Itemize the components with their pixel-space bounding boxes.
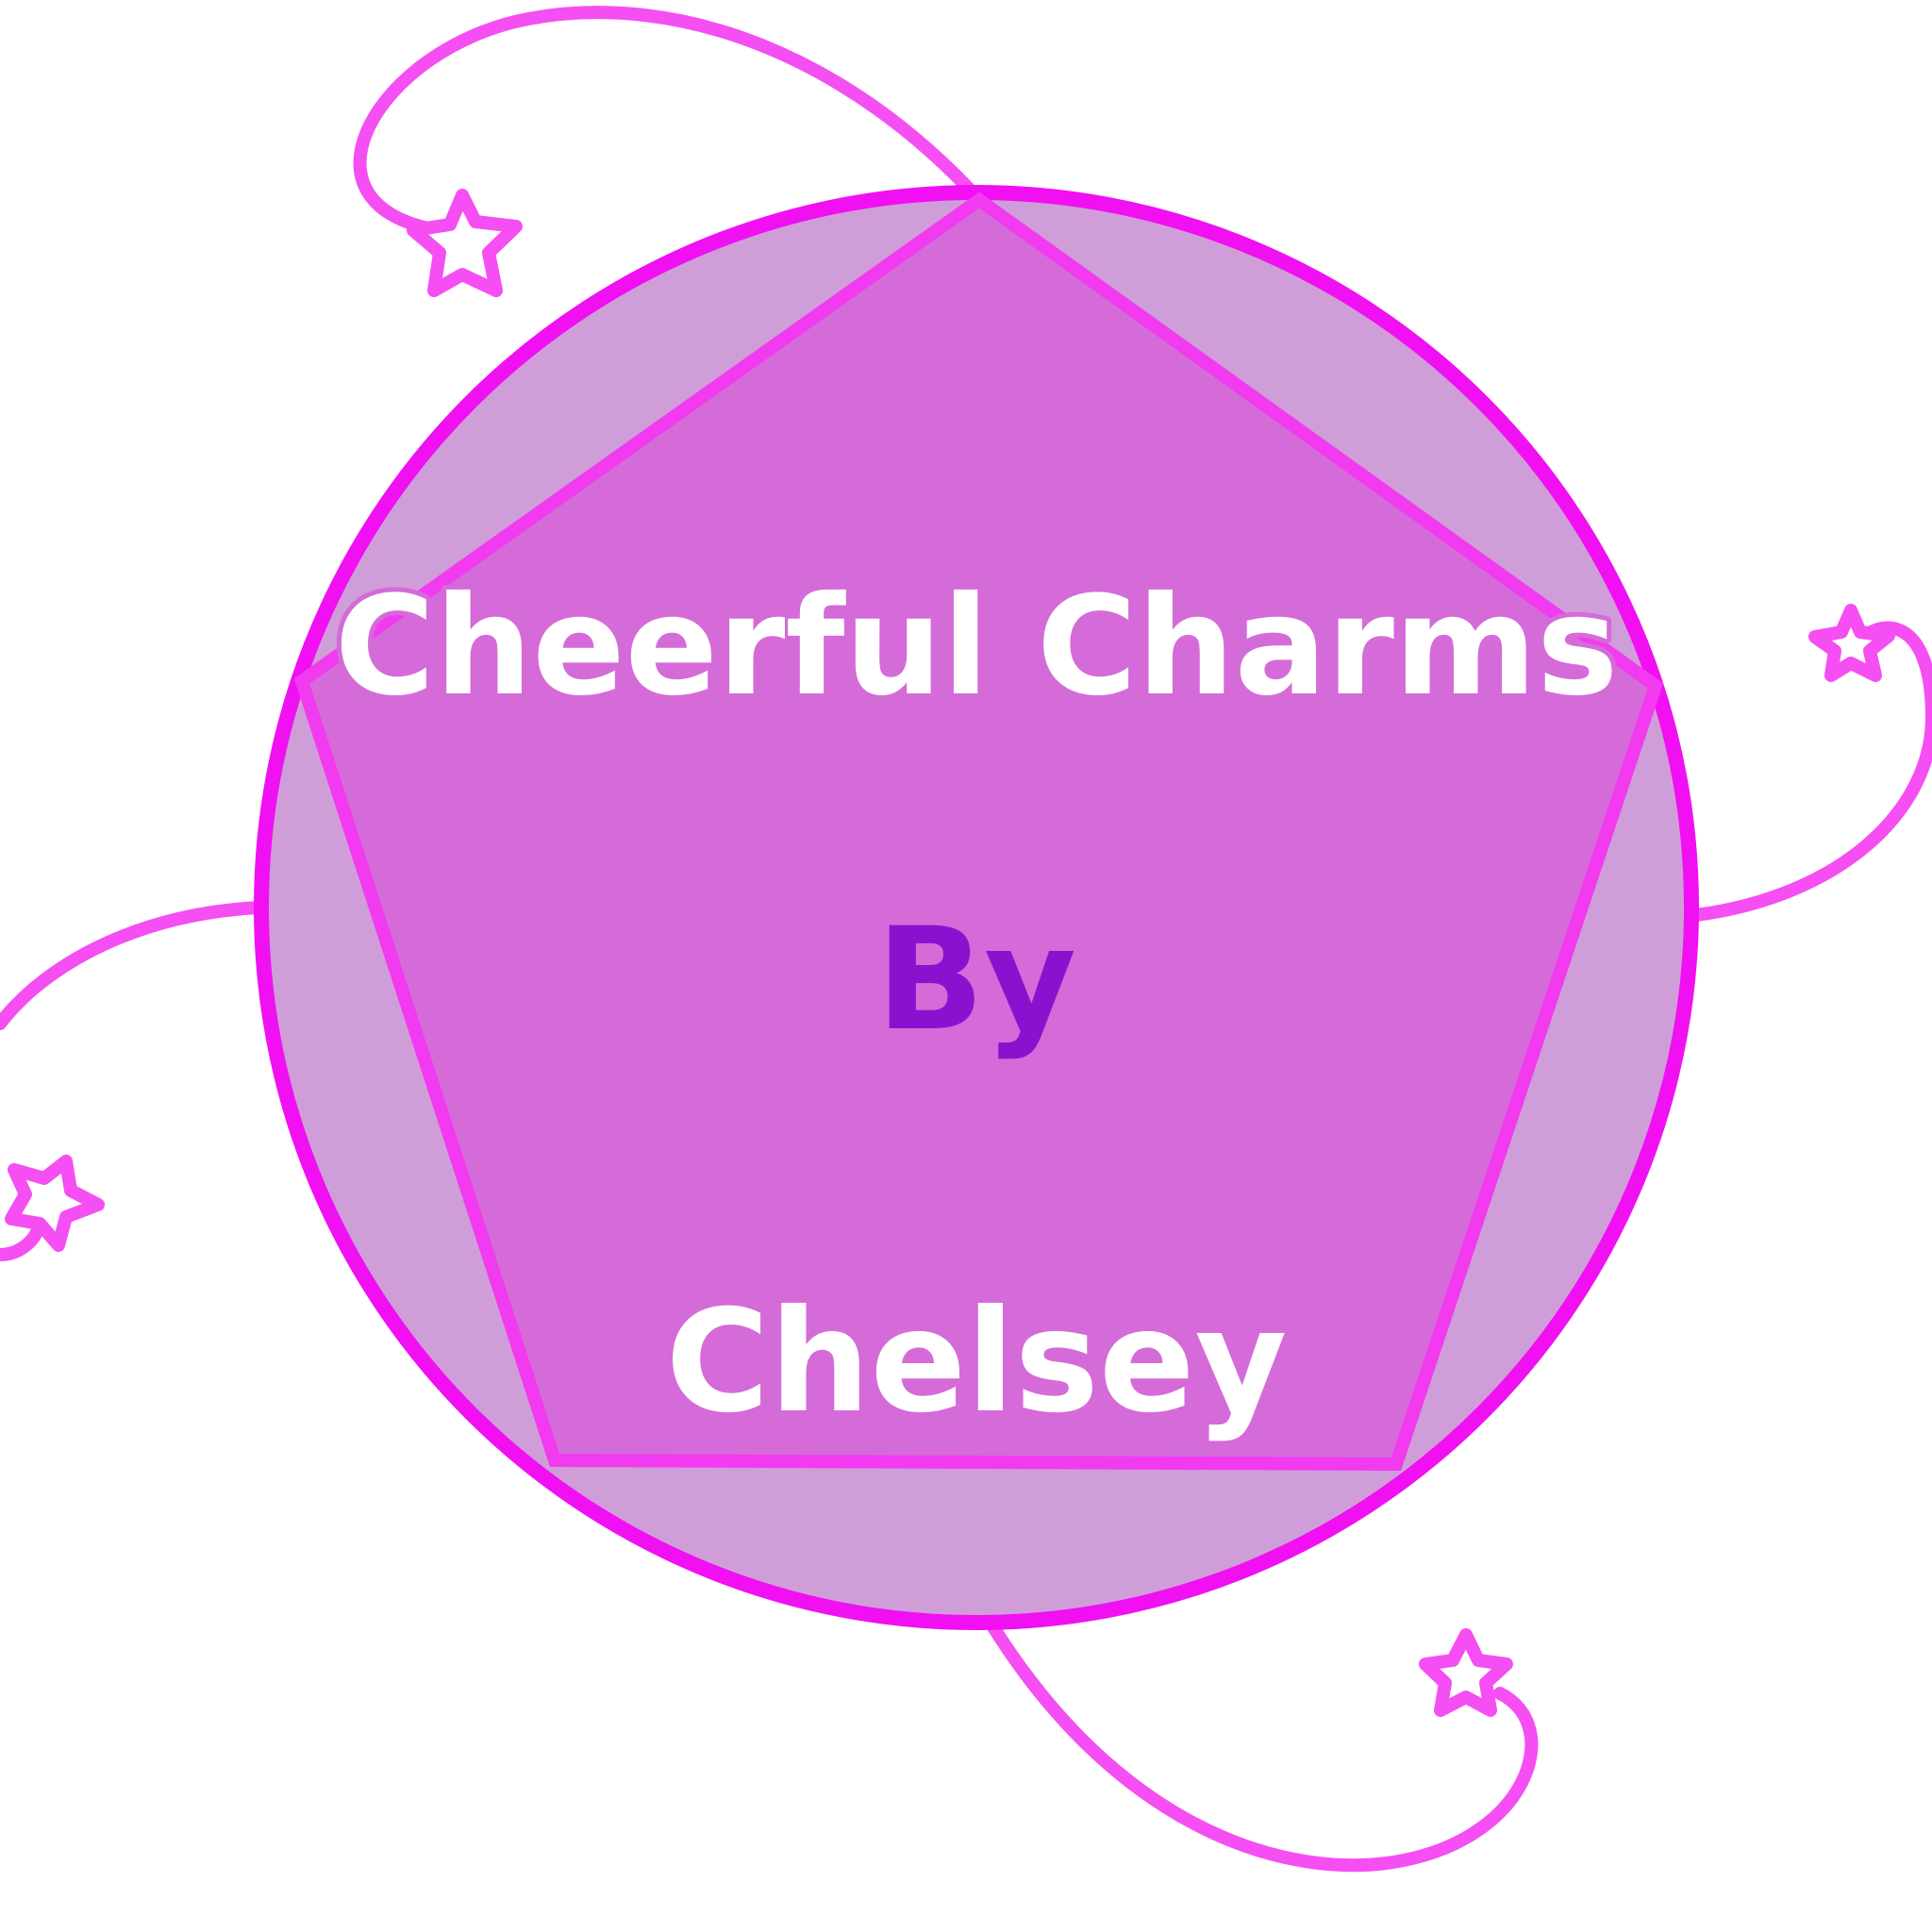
swirl-bottom [984, 1616, 1539, 1873]
star-outline-icon [407, 189, 523, 297]
swirl-group [0, 6, 1932, 1873]
swirl-top-left [353, 6, 988, 238]
stars-group [5, 189, 1895, 1717]
emblem-pentagon [293, 192, 1664, 1472]
brand-name: Chelsey [666, 1280, 1288, 1444]
star-outline-icon [1419, 1628, 1513, 1717]
swirl-right [1690, 621, 1932, 922]
brand-by: By [876, 898, 1076, 1062]
brand-title: Cheerful Charms [335, 567, 1619, 726]
star-outline-icon [1808, 604, 1895, 682]
star-outline-icon [5, 1155, 105, 1252]
